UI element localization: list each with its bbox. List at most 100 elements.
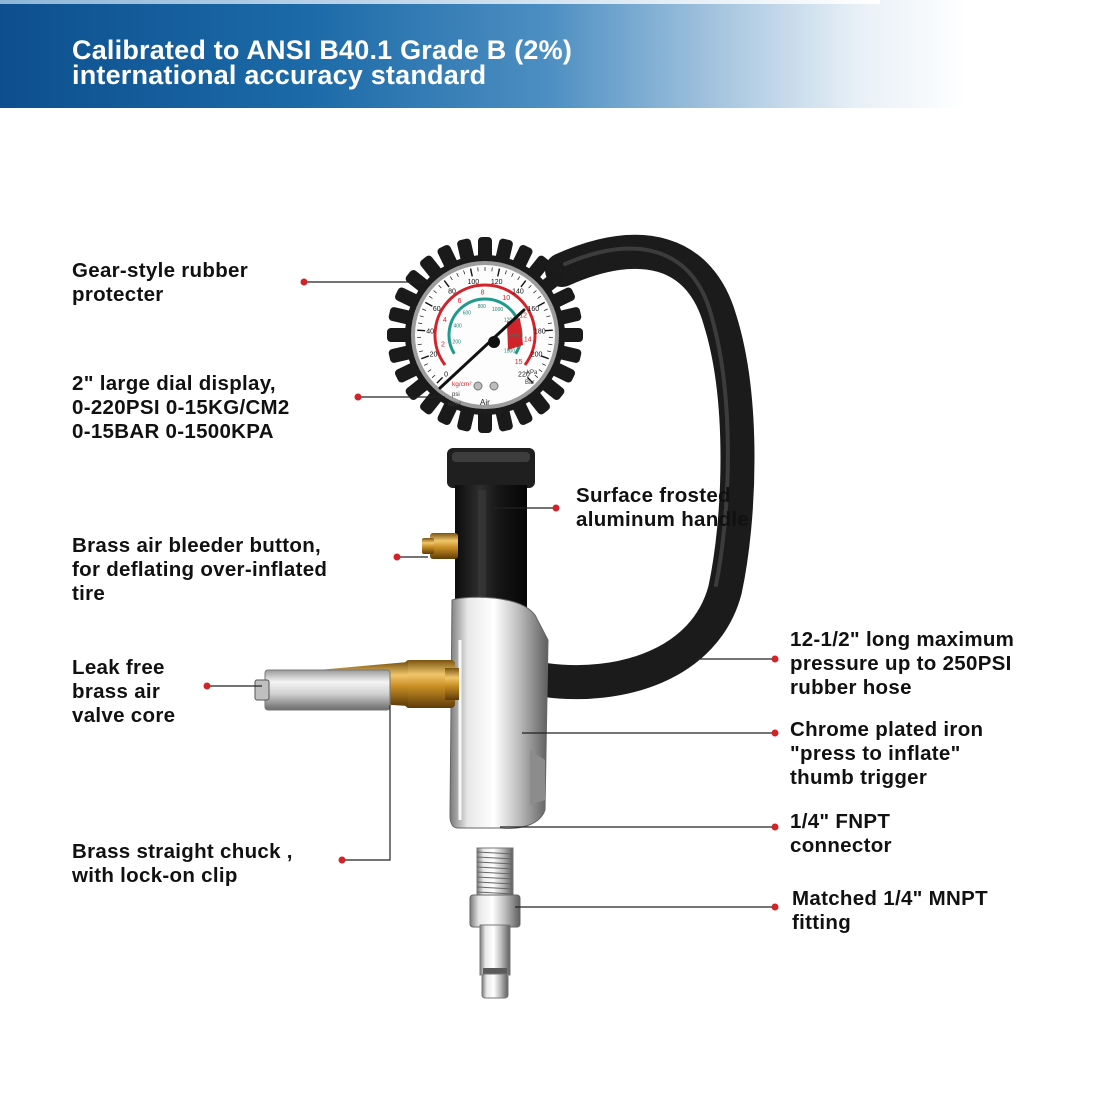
callout-dot [354, 393, 362, 401]
gauge-red-arc [433, 283, 537, 366]
callout-leaders [207, 281, 775, 908]
callout-bleeder: Brass air bleeder button, for deflating … [72, 534, 327, 606]
psi-tick-label: 140 [512, 288, 524, 295]
callout-valve-core-line-1: Leak free [72, 656, 165, 679]
callout-handle-line-2: aluminum handle [576, 508, 750, 531]
thread-line [476, 866, 514, 870]
callout-bleeder-line-1: Brass air bleeder button, [72, 534, 322, 557]
gauge-tick [528, 284, 532, 289]
psi-tick-label: 20 [430, 352, 438, 359]
psi-tick-label: 220 [518, 371, 530, 378]
thread-line [476, 856, 514, 860]
gauge-tick [526, 376, 534, 384]
callout-mnpt: Matched 1/4" MNPT fitting [792, 887, 988, 935]
gauge-tick [537, 301, 546, 307]
gauge-unit-kpa: kPa [527, 370, 538, 376]
gauge-tick [417, 343, 422, 346]
gauge-needle [438, 308, 526, 390]
gear-tooth [478, 409, 492, 433]
callout-dot [393, 553, 401, 561]
gauge-tick [443, 280, 450, 288]
callout-chuck-line-1: Brass straight chuck , [72, 840, 293, 863]
kpa-tick-label: 400 [453, 323, 462, 329]
thread-line [476, 871, 514, 875]
gauge-tick [438, 284, 442, 289]
thread-line [476, 876, 514, 880]
callout-dot [771, 729, 779, 737]
bar-tick-label: 15 [515, 359, 523, 366]
gauge-tick-marks [417, 267, 553, 384]
gauge-face-text-2: pressure [471, 407, 503, 416]
gauge-tick [463, 270, 466, 275]
gauge-unit-kgcm: kg/cm² [452, 381, 472, 388]
gauge-tick [542, 363, 546, 366]
banner-title-line-2: international accuracy standard [72, 60, 487, 90]
gauge-tick [543, 308, 548, 311]
gauge-tick [456, 272, 459, 277]
callout-hose: 12-1/2" long maximum pressure up to 250P… [790, 628, 1014, 700]
thread-line [476, 886, 514, 890]
gauge-tick [428, 295, 433, 299]
gear-tooth [387, 328, 411, 342]
bar-tick-label: 8 [481, 290, 485, 297]
gauge-tick [427, 369, 432, 373]
mnpt-hex [469, 894, 521, 928]
gauge-face-text-1: Air [480, 398, 490, 407]
thread-line [476, 851, 514, 855]
brass-hex-fitting [405, 660, 455, 708]
leader-chuck [342, 705, 391, 861]
gauge-tick [533, 290, 537, 294]
callout-rubber-protector-line-2: protecter [72, 283, 164, 306]
trigger-pivot [530, 750, 545, 805]
mnpt-plug-groove [483, 968, 507, 974]
callout-dots [203, 278, 779, 911]
callout-fnpt: 1/4" FNPT connector [790, 810, 892, 858]
gauge-unit-bar: Bar [525, 380, 534, 386]
gauge-screw-right [489, 381, 499, 391]
banner-title-line-1: Calibrated to ANSI B40.1 Grade B (2%) [72, 35, 573, 65]
gauge-unit-lbin: lb/in² [448, 402, 461, 408]
gauge-screw-left [473, 381, 483, 391]
kpa-tick-label: 800 [478, 304, 487, 310]
gauge-tick [511, 272, 514, 277]
gauge-tick [520, 280, 527, 288]
psi-tick-label: 60 [433, 306, 441, 313]
callout-bleeder-line-2: for deflating over-inflated [72, 558, 328, 581]
kpa-tick-label: 200 [453, 339, 462, 345]
lock-on-clip [264, 669, 391, 711]
callout-dot [771, 903, 779, 911]
callout-fnpt-line-1: 1/4" FNPT [790, 810, 891, 833]
callout-rubber-protector-line-1: Gear-style rubber [72, 259, 248, 282]
psi-tick-label: 160 [527, 306, 539, 313]
gauge-tick [547, 322, 552, 324]
callout-chuck-line-2: with lock-on clip [72, 864, 238, 887]
callout-dot [203, 682, 211, 690]
callout-handle-line-1: Surface frosted [576, 484, 731, 507]
gauge-tick [417, 329, 426, 332]
gauge-tick [548, 343, 553, 346]
bar-tick-label: 14 [524, 337, 532, 344]
gauge-tick [504, 270, 507, 275]
callout-dot [771, 655, 779, 663]
gauge-unit-psi: psi [452, 392, 460, 398]
gauge-red-zone [507, 318, 523, 350]
banner-title: Calibrated to ANSI B40.1 Grade B (2%) in… [72, 35, 872, 90]
gauge-tick [469, 268, 473, 277]
callout-mnpt-line-1: Matched 1/4" MNPT [792, 887, 988, 910]
callout-trigger-line-3: thumb trigger [790, 766, 928, 789]
gauge-needle-hub [488, 336, 500, 348]
valve-core-tip [254, 679, 270, 701]
brass-thread [445, 668, 459, 700]
bleeder-button-body [430, 533, 458, 559]
callout-dial-display-line-1: 2" large dial display, [72, 372, 276, 395]
callout-hose-line-1: 12-1/2" long maximum [790, 628, 1015, 651]
bleeder-button-cap [422, 538, 434, 554]
gauge-tick [431, 374, 436, 378]
gauge-tick [534, 374, 539, 378]
gauge-tick [419, 350, 424, 353]
callout-bleeder-line-3: tire [72, 582, 106, 605]
